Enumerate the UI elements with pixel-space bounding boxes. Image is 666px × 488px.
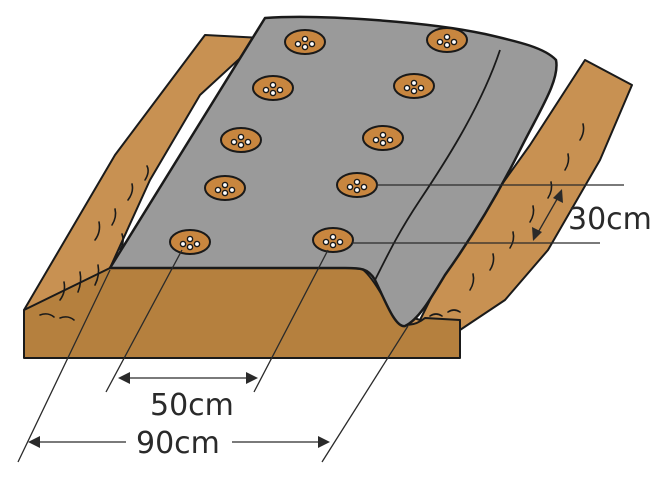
row-spacing-dimension [352, 184, 624, 244]
row-spacing-label: 30cm [568, 202, 652, 237]
planting-hole [204, 175, 246, 201]
bed-width-extension-right [321, 325, 409, 463]
planting-hole [426, 27, 468, 53]
planting-hole [252, 75, 294, 101]
bed-width-label: 90cm [136, 426, 220, 461]
hole-spacing-arrowhead-left [118, 372, 130, 384]
row-spacing-arrowhead-bottom [532, 227, 542, 241]
planting-hole [284, 29, 326, 55]
hole-spacing-extension-left [105, 249, 183, 393]
hole-spacing-dimension [105, 249, 329, 393]
planting-hole [393, 73, 435, 99]
planting-hole [220, 127, 262, 153]
planting-hole [336, 172, 378, 198]
planting-hole [169, 229, 211, 255]
hole-spacing-label: 50cm [150, 388, 234, 423]
row-spacing-arrow-line [535, 193, 561, 237]
planting-hole [312, 227, 354, 253]
hole-spacing-arrowhead-right [246, 372, 258, 384]
bed-width-arrowhead-left [28, 436, 40, 448]
bed-width-extension-left [17, 269, 111, 463]
planting-holes [169, 27, 468, 255]
hole-spacing-extension-right [253, 249, 329, 393]
planting-hole [362, 125, 404, 151]
bed-width-dimension [17, 269, 409, 463]
bed-width-arrowhead-right [318, 436, 330, 448]
mulch-fold-line [374, 49, 501, 281]
row-spacing-arrowhead-top [553, 189, 563, 203]
soil-texture [39, 123, 585, 321]
